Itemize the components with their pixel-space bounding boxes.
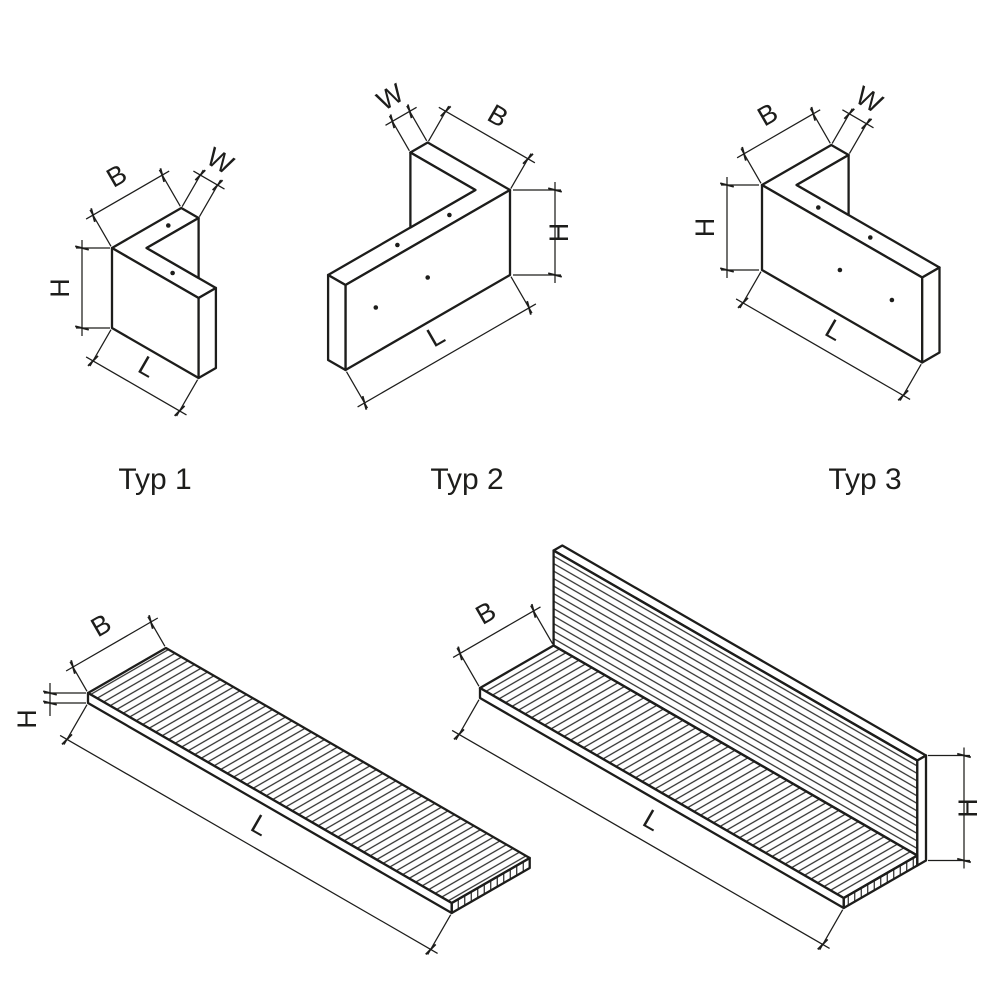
dimension-line [842, 109, 874, 129]
tick-mark [816, 936, 829, 953]
tick-mark [522, 151, 534, 167]
typ2-screw-hole [373, 305, 379, 310]
tick-mark [145, 614, 157, 630]
typ1-screw-hole [170, 270, 175, 276]
tick-mark [860, 116, 873, 132]
dim-label-b: B [752, 97, 783, 132]
dim-label-b: B [470, 596, 501, 631]
tick-mark [386, 113, 399, 129]
typ2-figure: W B H L Typ 2 [326, 78, 574, 496]
tick-mark [211, 177, 224, 193]
typ2-end-face [326, 273, 347, 372]
angle-dim-h: H [928, 747, 983, 869]
dim-label-b: B [86, 608, 117, 643]
tick-mark [454, 645, 466, 662]
tick-mark [156, 167, 169, 183]
dim-label-b: B [483, 99, 514, 134]
typ1-dim-w: W [181, 142, 239, 218]
typ3-screw-hole [868, 235, 873, 240]
dimension-line [438, 106, 536, 164]
typ1-end-face [197, 286, 218, 380]
flat-bar-end-face [450, 856, 531, 915]
dim-label-l: L [422, 320, 450, 353]
angle-profile-figure: B L H [451, 544, 983, 953]
typ1-figure: B W H L Typ 1 [45, 142, 239, 496]
typ3-screw-hole [837, 267, 843, 273]
flat-bar-dim-h: H [12, 683, 86, 729]
typ2-dim-w: W [372, 78, 428, 152]
typ3-inner-face [795, 153, 850, 217]
tick-mark [453, 726, 465, 743]
tick-mark [403, 103, 416, 119]
tick-mark [173, 403, 186, 419]
dim-label-h: H [953, 798, 983, 818]
dimension-line [85, 170, 170, 220]
dim-label-h: H [544, 223, 574, 243]
typ3-figure: B W H L Typ 3 [690, 80, 941, 496]
dim-label-w: W [201, 142, 239, 181]
dim-label-w: W [372, 78, 410, 117]
tick-mark [843, 106, 856, 122]
tick-mark [67, 659, 79, 675]
tick-mark [61, 731, 73, 748]
tick-mark [194, 167, 207, 183]
dimension-line [385, 106, 417, 126]
typ3-caption: Typ 3 [828, 463, 901, 496]
typ3-dim-w: W [831, 80, 888, 154]
dim-label-h: H [45, 278, 75, 298]
typ2-screw-hole [425, 275, 431, 280]
tick-mark [527, 603, 540, 619]
dim-label-l: L [133, 350, 161, 383]
flat-bar-top-face [86, 646, 531, 905]
dim-label-w: W [850, 80, 888, 119]
typ1-inner-face [145, 216, 200, 280]
typ1-screw-hole [166, 223, 171, 228]
dim-label-h: H [12, 709, 42, 729]
typ2-inner-face [409, 151, 477, 229]
tick-mark [87, 353, 99, 369]
typ2-screw-hole [395, 242, 400, 248]
dim-label-h: H [690, 218, 720, 238]
tick-mark [424, 941, 437, 958]
dimension-line [452, 606, 541, 658]
typ1-caption: Typ 1 [118, 463, 191, 496]
typ3-end-face [921, 266, 941, 364]
tick-mark [807, 106, 820, 122]
typ3-screw-hole [816, 205, 821, 210]
typ2-dim-h: H [513, 182, 574, 283]
dimension-line [85, 356, 187, 416]
dimension-line [65, 617, 159, 672]
typ1-dim-h: H [45, 240, 110, 336]
angle-vertical-flange-end-face [916, 754, 928, 867]
dimension-line [451, 729, 830, 949]
tick-mark [737, 295, 749, 311]
dim-label-l: L [246, 809, 274, 842]
typ2-caption: Typ 2 [430, 463, 503, 496]
dimension-line [736, 109, 821, 159]
dimension-line [735, 298, 911, 400]
tick-mark [358, 395, 371, 411]
dimension-line [193, 170, 225, 190]
flat-bar-figure: B H L [12, 608, 531, 958]
tick-mark [87, 207, 99, 223]
typ3-dim-h: H [690, 177, 759, 278]
dim-label-l: L [820, 313, 848, 346]
tick-mark [523, 300, 535, 316]
dimension-line [357, 303, 537, 408]
typ3-screw-hole [889, 297, 895, 303]
tick-mark [738, 146, 750, 162]
angle-horizontal-flange-end-face [842, 854, 919, 910]
tick-mark [439, 103, 452, 119]
dim-label-b: B [101, 159, 132, 194]
tick-mark [897, 387, 910, 404]
dimension-line [59, 734, 438, 954]
typ2-screw-hole [447, 212, 452, 218]
dim-label-l: L [638, 804, 666, 837]
